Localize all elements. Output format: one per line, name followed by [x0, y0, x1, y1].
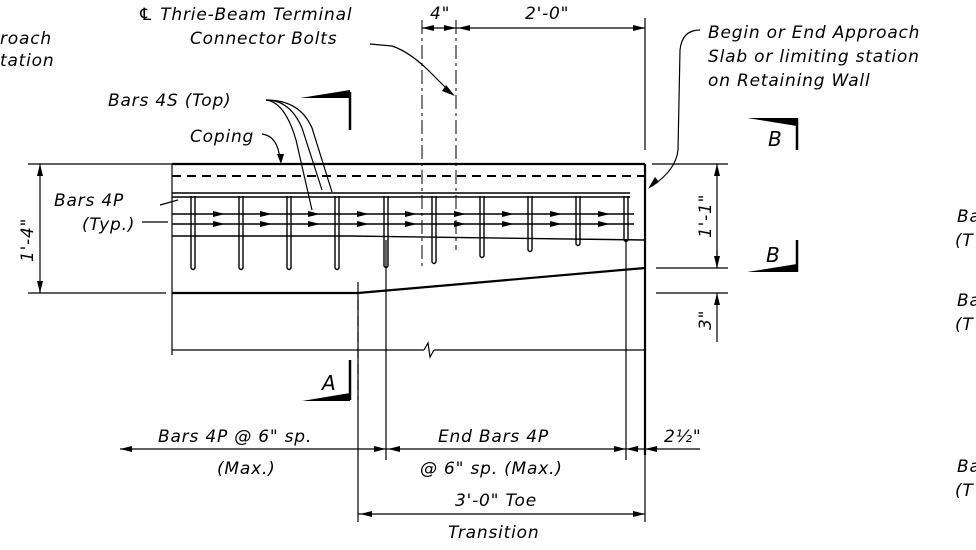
row-arrow — [357, 211, 369, 217]
top-dimensions — [422, 18, 646, 150]
row-arrow — [454, 221, 466, 227]
row-arrow — [213, 211, 225, 217]
row-arrow — [405, 211, 417, 217]
stirrup-bar — [334, 196, 340, 271]
dim-1ft1: 1'-1" — [696, 194, 716, 238]
dim-1ft4: 1'-4" — [18, 218, 38, 262]
stirrup-bar — [238, 196, 244, 271]
dim-2ft: 2'-0" — [525, 4, 569, 24]
dim-2half: 2½" — [664, 427, 702, 447]
row-arrow — [550, 211, 562, 217]
vertical-stirrups — [190, 196, 629, 271]
approach-left-line2: tation — [0, 51, 54, 71]
section-a-marker — [302, 300, 359, 401]
coping-label: Coping — [190, 127, 254, 147]
approach-left-line1: roach — [0, 29, 52, 49]
bolt-centerlines — [421, 20, 457, 270]
row-arrow — [260, 211, 272, 217]
stirrup-bar — [575, 196, 581, 247]
stirrup-bar — [479, 196, 485, 259]
stirrup-bar — [431, 196, 437, 265]
bars-4p-spacing-line2: (Max.) — [217, 459, 276, 479]
dim-4in: 4" — [430, 4, 450, 24]
begin-end-label-line3: on Retaining Wall — [708, 71, 870, 91]
row-arrow — [550, 221, 562, 227]
row-arrow — [308, 211, 320, 217]
dim-3in: 3" — [696, 310, 716, 330]
end-bars-label-line2: @ 6" sp. (Max.) — [420, 459, 563, 479]
right-cut-label-1: Ba — [957, 207, 976, 227]
bars-4p-spacing-line1: Bars 4P @ 6" sp. — [158, 427, 312, 447]
thrie-beam-label-line1: ℄ Thrie-Beam Terminal — [138, 5, 352, 25]
begin-end-label-line2: Slab or limiting station — [708, 47, 920, 67]
wall-outline — [171, 162, 647, 455]
leader-lines — [142, 29, 701, 223]
stirrup-bar — [190, 196, 196, 271]
right-cut-label-2: (T — [955, 231, 974, 251]
right-height-dimension — [652, 163, 728, 342]
row-arrow — [598, 211, 610, 217]
stirrup-bar — [527, 196, 533, 253]
right-cut-label-5: Ba — [957, 457, 976, 477]
toe-label-line2: Transition — [448, 523, 539, 543]
thrie-beam-label-line2: Connector Bolts — [190, 29, 337, 49]
stirrup-bar — [286, 196, 292, 271]
end-bars-label-line1: End Bars 4P — [438, 427, 549, 447]
section-b-mid-marker — [747, 240, 799, 272]
row-arrow — [357, 221, 369, 227]
section-b-top-marker — [747, 118, 799, 150]
section-b-mid-label: B — [766, 243, 780, 267]
left-height-dimension — [28, 163, 172, 294]
toe-label-line1: 3'-0" Toe — [455, 491, 537, 511]
right-cut-label-6: (T — [955, 481, 974, 501]
row-arrow — [598, 221, 610, 227]
bar-row-arrows — [213, 211, 610, 227]
right-cut-label-3: Ba — [957, 291, 976, 311]
bars-4p-label-line2: (Typ.) — [82, 215, 135, 235]
bars-4p-label-line1: Bars 4P — [54, 191, 124, 211]
row-arrow — [308, 221, 320, 227]
right-cut-label-4: (T — [955, 315, 974, 335]
stirrup-bar — [623, 196, 629, 243]
break-line — [172, 341, 645, 359]
begin-end-label-line1: Begin or End Approach — [708, 23, 920, 43]
row-arrow — [454, 211, 466, 217]
bars-4s-label: Bars 4S (Top) — [108, 91, 231, 111]
section-a-label: A — [320, 371, 336, 395]
section-b-top-label: B — [768, 127, 782, 151]
row-arrow — [213, 221, 225, 227]
row-arrow — [260, 221, 272, 227]
row-arrow — [502, 221, 514, 227]
row-arrow — [405, 221, 417, 227]
bottom-dimensions — [120, 240, 700, 522]
row-arrow — [502, 211, 514, 217]
section-top-marker — [300, 90, 352, 130]
